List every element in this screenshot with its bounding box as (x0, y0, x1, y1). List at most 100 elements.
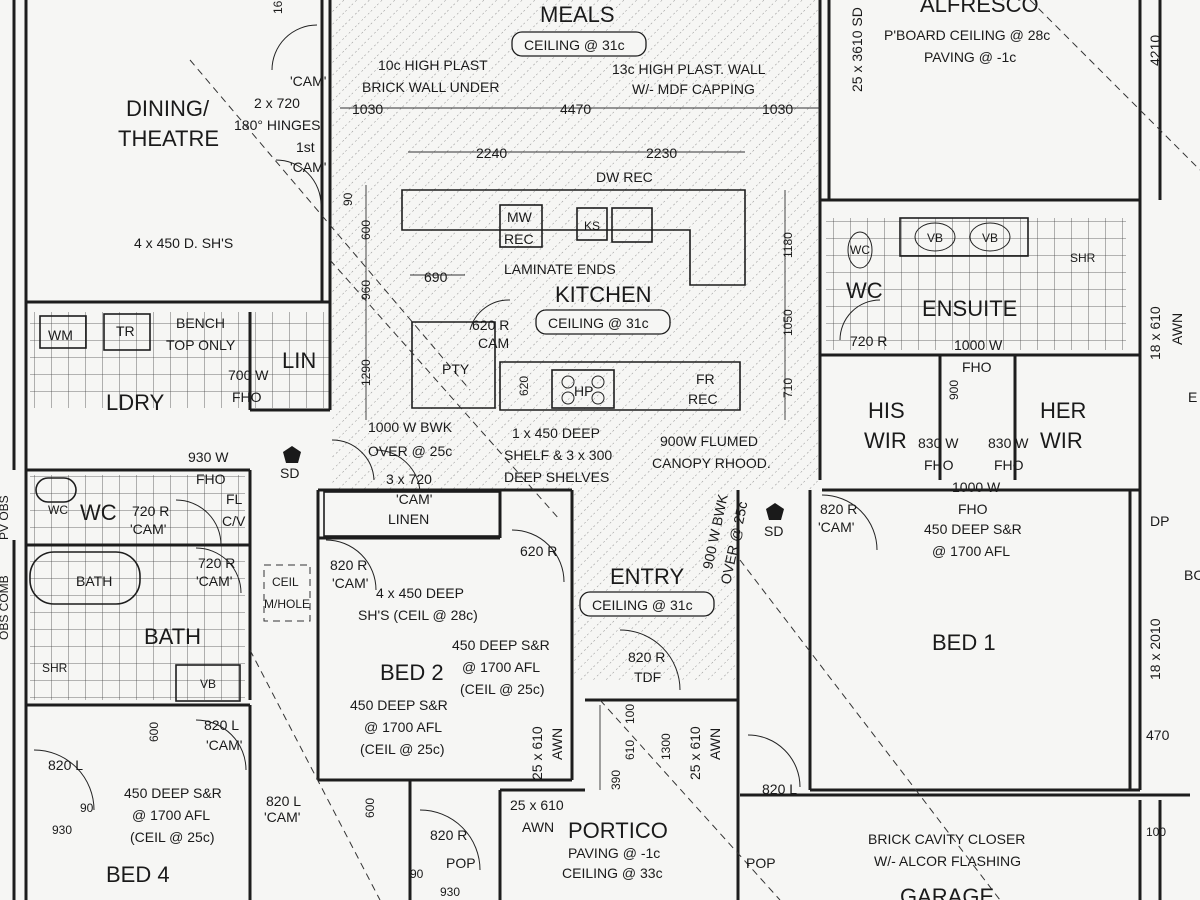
note-bed4-sr-2: @ 1700 AFL (132, 807, 210, 823)
dim-600: 600 (359, 220, 373, 240)
note-bench-1: BENCH (176, 315, 225, 331)
note-d100: 100 (623, 704, 637, 724)
note-plast-wall-2: W/- MDF CAPPING (632, 81, 755, 97)
kitchen-ceiling-badge (535, 309, 671, 335)
note-wir-fho2-2: FHO (994, 457, 1024, 473)
note-wc-door-2: 'CAM' (130, 521, 166, 537)
note-brick-1: BRICK CAVITY CLOSER (868, 831, 1025, 847)
note-bed2-sh-2: SH'S (CEIL @ 28c) (358, 607, 478, 623)
alfresco-label: ALFRESCO (920, 0, 1039, 17)
note-bed2-door-1: 820 R (330, 557, 367, 573)
note-vb3: VB (200, 677, 216, 691)
note-wm: WM (48, 327, 73, 343)
note-d470: 470 (1146, 727, 1170, 743)
dim-4470: 4470 (560, 101, 591, 117)
note-awn2-2: AWN (707, 728, 723, 760)
note-hinges-2: 180° HINGES (234, 117, 321, 133)
portico-label: PORTICO (568, 818, 668, 843)
note-d600a: 600 (147, 722, 161, 742)
note-d4210: 4210 (1147, 35, 1163, 66)
note-d900: 900 (947, 380, 961, 400)
note-door820r: 820 R (430, 827, 467, 843)
note-wc-sym2: WC (850, 243, 870, 257)
note-brick-2: W/- ALCOR FLASHING (874, 853, 1021, 869)
note-fr-rec: REC (688, 391, 718, 407)
note-bed3-door-1: 820 L (266, 793, 301, 809)
note-entry-door-1: 820 R (628, 649, 665, 665)
note-bwk-1: 1000 W BWK (368, 419, 453, 435)
meals-ceiling-badge (511, 31, 647, 57)
note-fho930-2: FHO (196, 471, 226, 487)
note-high-plast-1: 10c HIGH PLAST (378, 57, 488, 73)
note-dining-sh: 4 x 450 D. SH'S (134, 235, 233, 251)
bath-label: BATH (144, 624, 201, 649)
dim-620: 620 (517, 376, 531, 396)
dining-label: DINING/ (126, 96, 210, 121)
note-sd-2: SD (764, 523, 783, 539)
note-bed4-cam-2: 'CAM' (206, 737, 242, 753)
note-b-trunc: BC (1184, 567, 1200, 583)
dim-1050: 1050 (781, 309, 795, 336)
note-sd-1: SD (280, 465, 299, 481)
his-wir-label-2: WIR (864, 428, 907, 453)
note-ceil-2: M/HOLE (264, 597, 310, 611)
note-bed1-door-1: 820 R (820, 501, 857, 517)
wc-label: WC (80, 500, 117, 525)
note-pty-door: 620 R (472, 317, 509, 333)
note-bed4-cam-1: 820 L (204, 717, 239, 733)
note-bath-door-2: 'CAM' (196, 573, 232, 589)
note-bed4-sr-1: 450 DEEP S&R (124, 785, 222, 801)
note-high-plast-2: BRICK WALL UNDER (362, 79, 499, 95)
walls (12, 0, 1190, 900)
linen-label: LINEN (388, 511, 429, 527)
note-ks: KS (584, 219, 600, 233)
dim-1180: 1180 (781, 232, 795, 258)
note-bed1-820l: 820 L (762, 781, 797, 797)
note-ldry-fho-1: 700 W (228, 367, 269, 383)
entry-label: ENTRY (610, 564, 684, 589)
dim-2230: 2230 (646, 145, 677, 161)
portico-paving-note: PAVING @ -1c (568, 845, 660, 861)
note-awn1-1: 25 x 610 (529, 726, 545, 780)
note-mw-rec: REC (504, 231, 534, 247)
note-fho1000-2: FHO (958, 501, 988, 517)
note-bed2-sr2-3: (CEIL @ 25c) (360, 741, 445, 757)
note-door620: 620 R (520, 543, 557, 559)
note-tr: TR (116, 323, 135, 339)
dim-960: 960 (359, 280, 373, 300)
note-bed1-door-2: 'CAM' (818, 519, 854, 535)
note-canopy-2: CANOPY RHOOD. (652, 455, 771, 471)
note-shr2: SHR (42, 661, 68, 675)
note-bed2-sr-1: 450 DEEP S&R (452, 637, 550, 653)
note-dp: DP (1150, 513, 1169, 529)
note-bed2-sh-1: 4 x 450 DEEP (376, 585, 464, 601)
note-bed1-sr-2: @ 1700 AFL (932, 543, 1010, 559)
dim-1030-left: 1030 (352, 101, 383, 117)
note-mw: MW (507, 209, 533, 225)
bed2-label: BED 2 (380, 660, 444, 685)
note-bed1-sr-1: 450 DEEP S&R (924, 521, 1022, 537)
note-window-18x2010: 18 x 2010 (1147, 618, 1163, 680)
lin-label: LIN (282, 348, 316, 373)
note-shelf-2: SHELF & 3 x 300 (504, 447, 612, 463)
note-window-18x610: 18 x 610 (1147, 306, 1163, 360)
note-entry-door-2: TDF (634, 669, 661, 685)
note-hp: HP (574, 383, 593, 399)
note-wc-sym: WC (48, 503, 68, 517)
note-fl: FL (226, 491, 243, 507)
note-pty-cam: CAM (478, 335, 509, 351)
note-pv-obs: PV OBS (0, 495, 11, 540)
dim-690: 690 (424, 269, 448, 285)
note-fho930-1: 930 W (188, 449, 229, 465)
bed1-label: BED 1 (932, 630, 996, 655)
note-awn3-2: AWN (522, 819, 554, 835)
her-wir-label-1: HER (1040, 398, 1086, 423)
note-wir-fho-2: FHO (924, 457, 954, 473)
note-bath-door-1: 720 R (198, 555, 235, 571)
note-ens-fho-1: 1000 W (954, 337, 1003, 353)
note-d100b: 100 (1146, 825, 1166, 839)
dim-90: 90 (341, 192, 355, 206)
note-ceil-1: CEIL (272, 575, 299, 589)
note-obs-comb: OBS COMB (0, 575, 11, 640)
note-canopy-1: 900W FLUMED (660, 433, 758, 449)
